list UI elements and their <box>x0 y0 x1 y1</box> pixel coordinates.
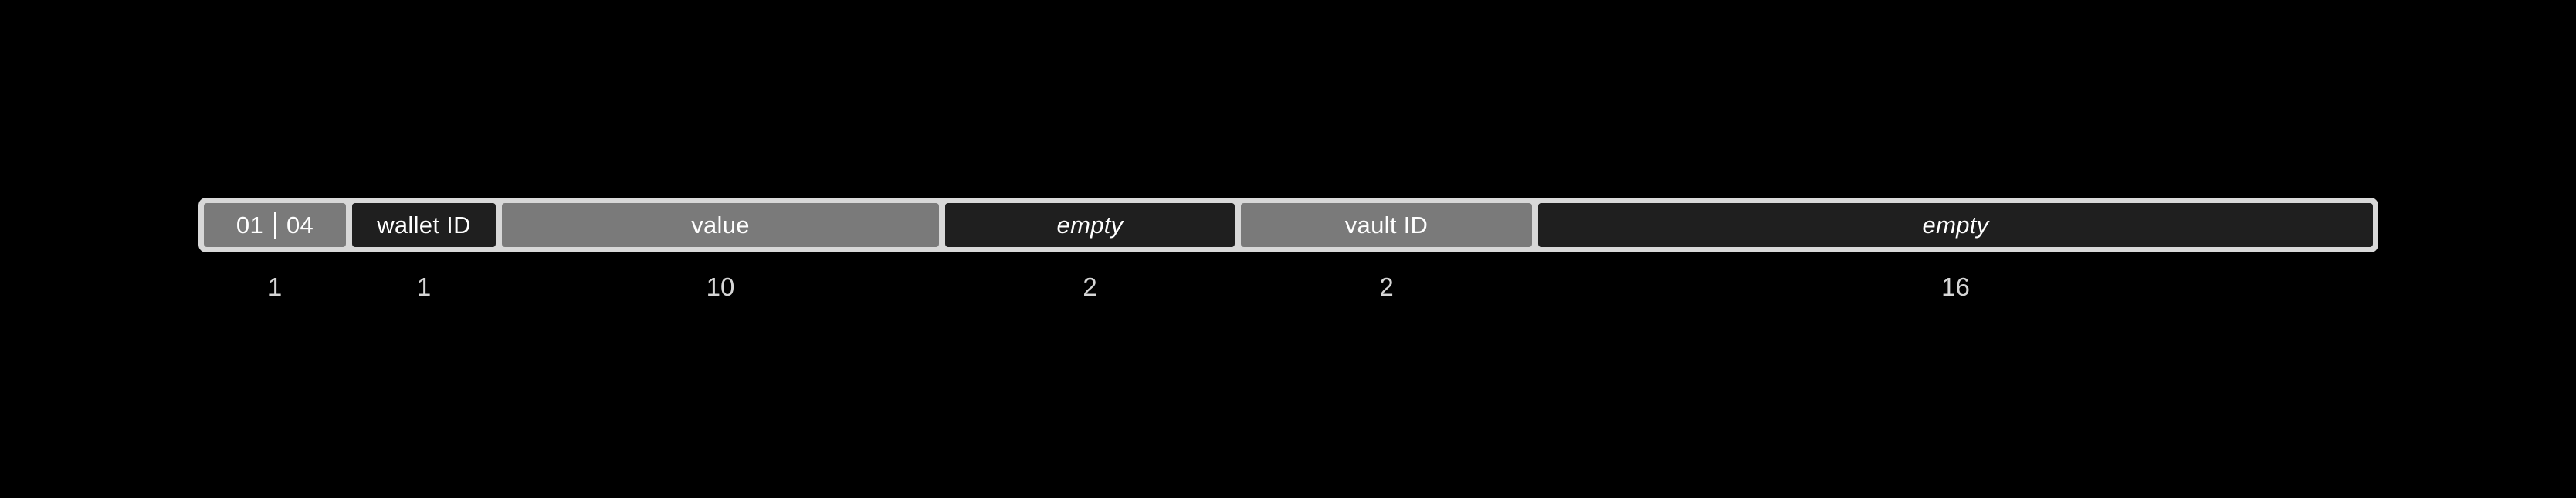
seg-value: value <box>502 203 939 247</box>
seg-01-04-byte-count: 1 <box>267 273 283 301</box>
packet-structure-bar: 01 04 wallet ID value empty vault ID empty <box>198 198 2378 252</box>
seg-empty-1: empty <box>945 203 1235 247</box>
seg-value-byte-count: 10 <box>706 273 735 301</box>
seg-vault-id-byte-count: 2 <box>1379 273 1394 301</box>
seg-empty-1-label: empty <box>1056 211 1124 239</box>
seg-01-04: 01 04 <box>204 203 346 247</box>
seg-wallet-id-label: wallet ID <box>377 211 471 239</box>
seg-01-04-part-0: 01 <box>236 211 263 239</box>
seg-empty-2: empty <box>1538 203 2373 247</box>
seg-empty-1-byte-count: 2 <box>1083 273 1097 301</box>
seg-empty-2-byte-count: 16 <box>1941 273 1970 301</box>
seg-wallet-id: wallet ID <box>352 203 496 247</box>
segment-divider-line <box>274 211 276 239</box>
seg-vault-id: vault ID <box>1241 203 1532 247</box>
seg-value-label: value <box>691 211 750 239</box>
seg-01-04-part-1: 04 <box>286 211 314 239</box>
seg-wallet-id-byte-count: 1 <box>416 273 432 301</box>
seg-empty-2-label: empty <box>1922 211 1989 239</box>
seg-vault-id-label: vault ID <box>1344 211 1429 239</box>
byte-counts-row: 1 1 10 2 2 16 <box>198 272 2378 303</box>
